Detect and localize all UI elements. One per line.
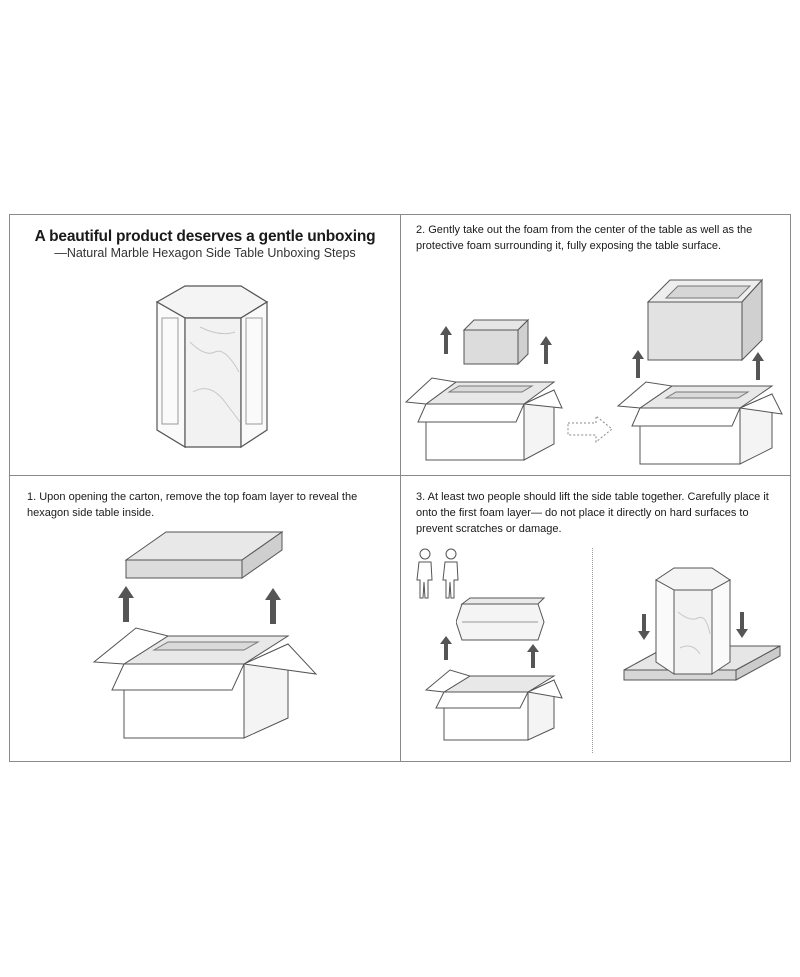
hexagon-table-icon xyxy=(456,597,546,641)
hexagon-table-icon xyxy=(155,285,269,449)
up-arrow-icon xyxy=(752,352,764,380)
horizontal-divider xyxy=(9,475,791,476)
carton-box-icon xyxy=(404,377,563,461)
step-1-text: 1. Upon opening the carton, remove the t… xyxy=(27,491,358,519)
step-2-text: 2. Gently take out the foam from the cen… xyxy=(416,224,753,252)
foam-layer-icon xyxy=(646,278,764,362)
foam-layer-icon xyxy=(124,531,284,579)
person-icon xyxy=(442,548,459,599)
carton-box-icon xyxy=(92,627,318,739)
up-arrow-icon xyxy=(440,326,452,354)
page-subtitle: —Natural Marble Hexagon Side Table Unbox… xyxy=(54,246,356,260)
hexagon-table-icon xyxy=(623,567,781,681)
down-arrow-icon xyxy=(638,614,650,640)
carton-box-icon xyxy=(616,381,783,465)
up-arrow-icon xyxy=(265,588,281,624)
dotted-divider xyxy=(592,548,593,753)
vertical-divider xyxy=(400,214,401,762)
next-arrow-icon xyxy=(567,414,613,444)
carton-box-icon xyxy=(424,669,563,741)
foam-layer-icon xyxy=(462,318,530,366)
up-arrow-icon xyxy=(632,350,644,378)
up-arrow-icon xyxy=(440,636,452,660)
up-arrow-icon xyxy=(540,336,552,364)
step-3-text: 3. At least two people should lift the s… xyxy=(416,491,769,535)
up-arrow-icon xyxy=(118,586,134,622)
up-arrow-icon xyxy=(527,644,539,668)
down-arrow-icon xyxy=(736,612,748,638)
person-icon xyxy=(416,548,433,599)
page-title: A beautiful product deserves a gentle un… xyxy=(34,228,376,245)
